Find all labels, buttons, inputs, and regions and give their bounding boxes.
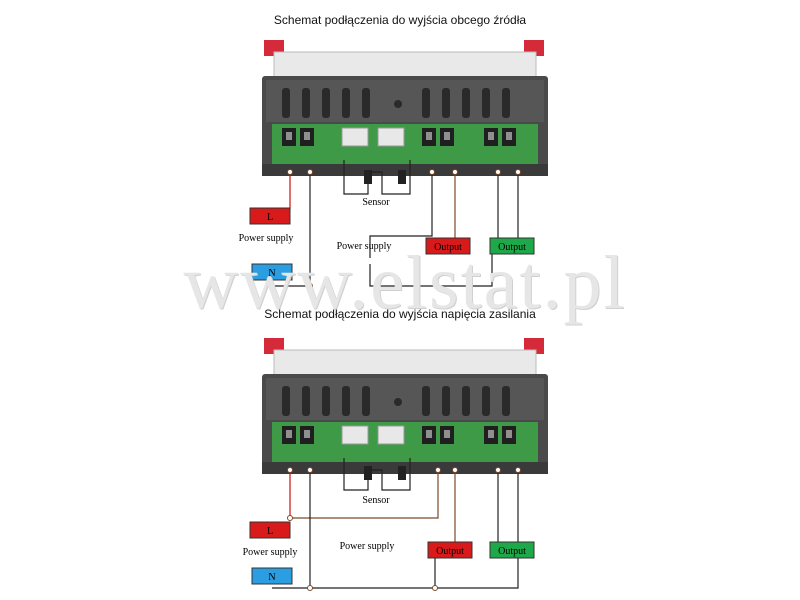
power-supply-label-center-1: Power supply	[337, 241, 392, 252]
power-supply-label-left-1: Power supply	[239, 233, 294, 244]
diagram-2: L N Output Output Sensor Power supply Po…	[243, 337, 549, 591]
sensor-label-1: Sensor	[362, 197, 390, 208]
output-box-1a	[425, 237, 471, 255]
terminal-L-box-1	[249, 207, 291, 225]
controller-device-1	[261, 39, 549, 177]
sensor-probe-2a	[364, 466, 372, 480]
terminal-N-label-2: N	[268, 572, 275, 583]
sensor-probe-2b	[398, 466, 406, 480]
sensor-probe-1b	[398, 170, 406, 184]
sensor-wire-2	[343, 458, 411, 491]
output-box-1b	[489, 237, 535, 255]
diagram-1-title: Schemat podłączenia do wyjścia obcego źr…	[273, 13, 527, 27]
diagram-1: L N Output Output Sensor Power supply Po…	[239, 39, 549, 289]
terminal-L-box-2	[249, 521, 291, 539]
wire-supply-1	[369, 172, 433, 258]
output-label-2b: Output	[498, 546, 526, 557]
output-box-2b	[489, 541, 535, 559]
power-supply-label-left-2: Power supply	[243, 547, 298, 558]
terminal-N-label-1: N	[268, 268, 275, 279]
output-label-1b: Output	[498, 242, 526, 253]
terminal-L-label-1: L	[267, 212, 273, 223]
output-label-2a: Output	[436, 546, 464, 557]
controller-device-2	[261, 337, 549, 475]
terminal-N-box-2	[251, 567, 293, 585]
output-label-1a: Output	[434, 242, 462, 253]
diagram-2-title: Schemat podłączenia do wyjścia napięcia …	[264, 307, 536, 321]
sensor-label-2: Sensor	[362, 495, 390, 506]
output-box-2a	[427, 541, 473, 559]
sensor-probe-1a	[364, 170, 372, 184]
terminal-L-label-2: L	[267, 526, 273, 537]
sensor-wire-1	[343, 160, 411, 195]
terminal-N-box-1	[251, 263, 293, 281]
power-supply-label-center-2: Power supply	[340, 541, 395, 552]
